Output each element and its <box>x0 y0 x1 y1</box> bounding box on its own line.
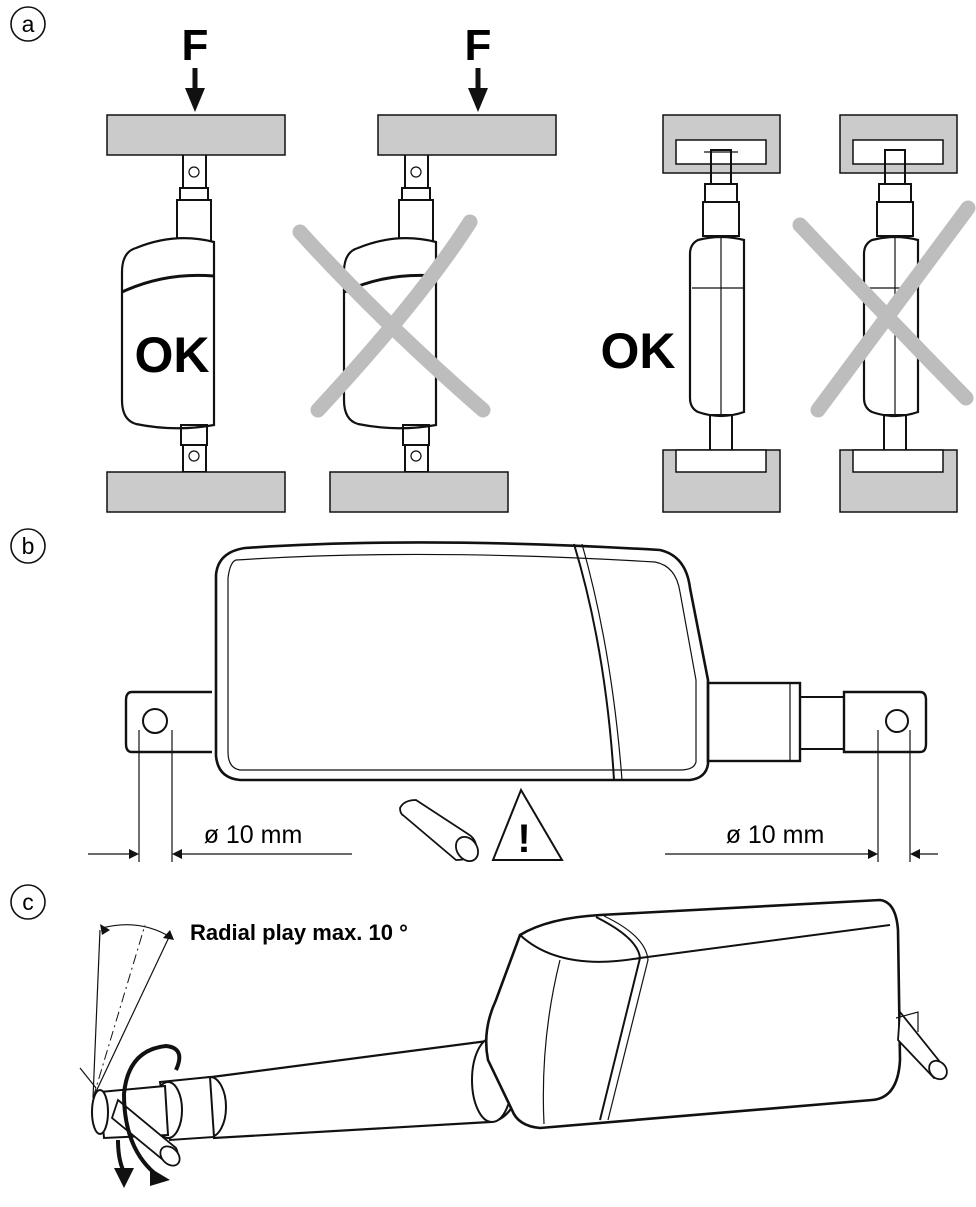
radial-play-label: Radial play max. 10 ° <box>190 920 408 945</box>
force-arrow-icon <box>468 68 488 112</box>
cross-mark-icon <box>292 214 491 418</box>
panel-b-marker: b <box>22 533 35 559</box>
warning-triangle-icon: ! <box>491 787 564 861</box>
panel-c: c Radial play max. 10 ° <box>10 884 948 1188</box>
ok-label-2: OK <box>601 323 676 379</box>
mounting-plate-top <box>106 114 286 156</box>
force-arrow-icon <box>185 68 205 112</box>
ok-label-1: OK <box>135 327 210 383</box>
actuator-side-wrong <box>792 114 976 513</box>
actuator-force-wrong: F <box>292 21 557 513</box>
mounting-plate-bottom <box>106 471 286 513</box>
force-label-2: F <box>465 21 492 70</box>
panel-b: b ø 10 mm <box>10 528 938 862</box>
panel-c-marker: c <box>22 889 34 915</box>
pin-dimension-right: ø 10 mm <box>665 730 938 862</box>
panel-a-marker-circle <box>10 6 46 42</box>
cross-mark-icon <box>792 200 976 418</box>
panel-a: a F OK F <box>10 6 976 513</box>
actuator-side-ok: OK <box>601 114 781 513</box>
panel-a-marker: a <box>22 11 35 37</box>
actuator-top-view <box>124 541 928 782</box>
pin-icon <box>399 799 479 862</box>
warning-symbol: ! <box>517 817 530 861</box>
force-label-1: F <box>182 21 209 70</box>
actuator-force-ok: F OK <box>106 21 286 513</box>
pin-dimension-left: ø 10 mm <box>88 730 352 862</box>
radial-play-indicator <box>92 924 174 1099</box>
actuator-perspective <box>79 898 948 1167</box>
pin-right-label: ø 10 mm <box>726 821 825 849</box>
pin-left-label: ø 10 mm <box>204 821 303 849</box>
rotation-arrow-icon <box>114 1043 182 1188</box>
